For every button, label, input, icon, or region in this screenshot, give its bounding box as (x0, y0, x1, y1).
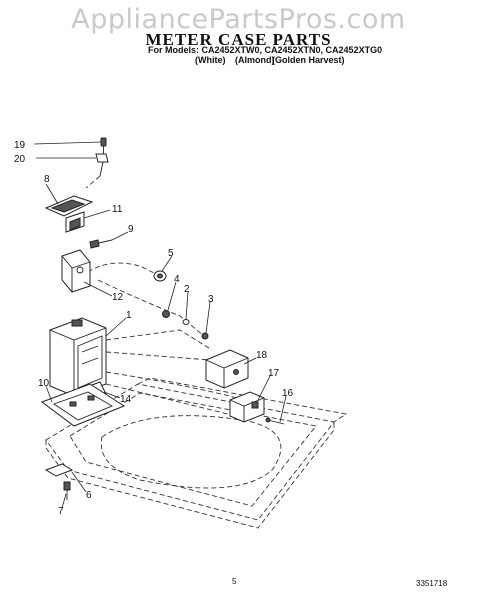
part-3-screw (201, 332, 209, 340)
callout-17: 17 (268, 368, 280, 379)
part-18-switch-block (205, 349, 249, 389)
callout-20: 20 (14, 154, 26, 165)
part-10-base-plate (40, 383, 126, 427)
part-1-meter-case (49, 317, 107, 397)
page-number: 5 (232, 577, 237, 586)
part-19-screw (100, 137, 107, 154)
part-4-nut (162, 310, 170, 318)
color-almond: (Almond) (235, 55, 275, 65)
callout-5: 5 (168, 248, 174, 259)
callout-16: 16 (282, 388, 294, 399)
part-11-clip-bracket (65, 211, 85, 233)
callout-labels: 19 20 8 11 9 5 4 2 3 12 1 18 17 16 10 14… (14, 140, 294, 517)
callout-11: 11 (112, 204, 123, 215)
part-9-screw (89, 239, 113, 249)
callout-2: 2 (184, 284, 190, 295)
model-list: For Models: CA2452XTW0, CA2452XTN0, CA24… (148, 45, 383, 55)
callout-12: 12 (112, 292, 124, 303)
part-17-bracket (229, 391, 265, 423)
wire-harness-lines (85, 175, 253, 417)
part-20-clip (95, 153, 109, 177)
color-golden-harvest: (Golden Harvest) (272, 55, 345, 65)
document-part-number: 3351718 (416, 579, 448, 588)
callout-9: 9 (128, 224, 134, 235)
watermark-text: AppliancePartsPros.com (71, 4, 406, 35)
part-2-washer (182, 319, 190, 325)
callout-leader-lines (33, 141, 287, 509)
page-title: METER CASE PARTS (145, 30, 332, 49)
callout-3: 3 (208, 294, 214, 305)
callout-7: 7 (58, 506, 64, 517)
part-8-bracket-plate (44, 195, 94, 217)
callout-4: 4 (174, 274, 180, 285)
callout-14: 14 (120, 394, 132, 405)
part-16-screw (265, 417, 285, 425)
part-6-spacer (44, 463, 74, 477)
color-white: (White) (195, 55, 226, 65)
callout-8: 8 (44, 174, 50, 185)
callout-10: 10 (38, 378, 50, 389)
callout-6: 6 (86, 490, 92, 501)
callout-18: 18 (256, 350, 268, 361)
callout-1: 1 (126, 310, 132, 321)
part-12-timer-block (61, 249, 91, 293)
part-7-screw (63, 481, 71, 500)
part-5-knob (153, 270, 167, 282)
callout-19: 19 (14, 140, 26, 151)
